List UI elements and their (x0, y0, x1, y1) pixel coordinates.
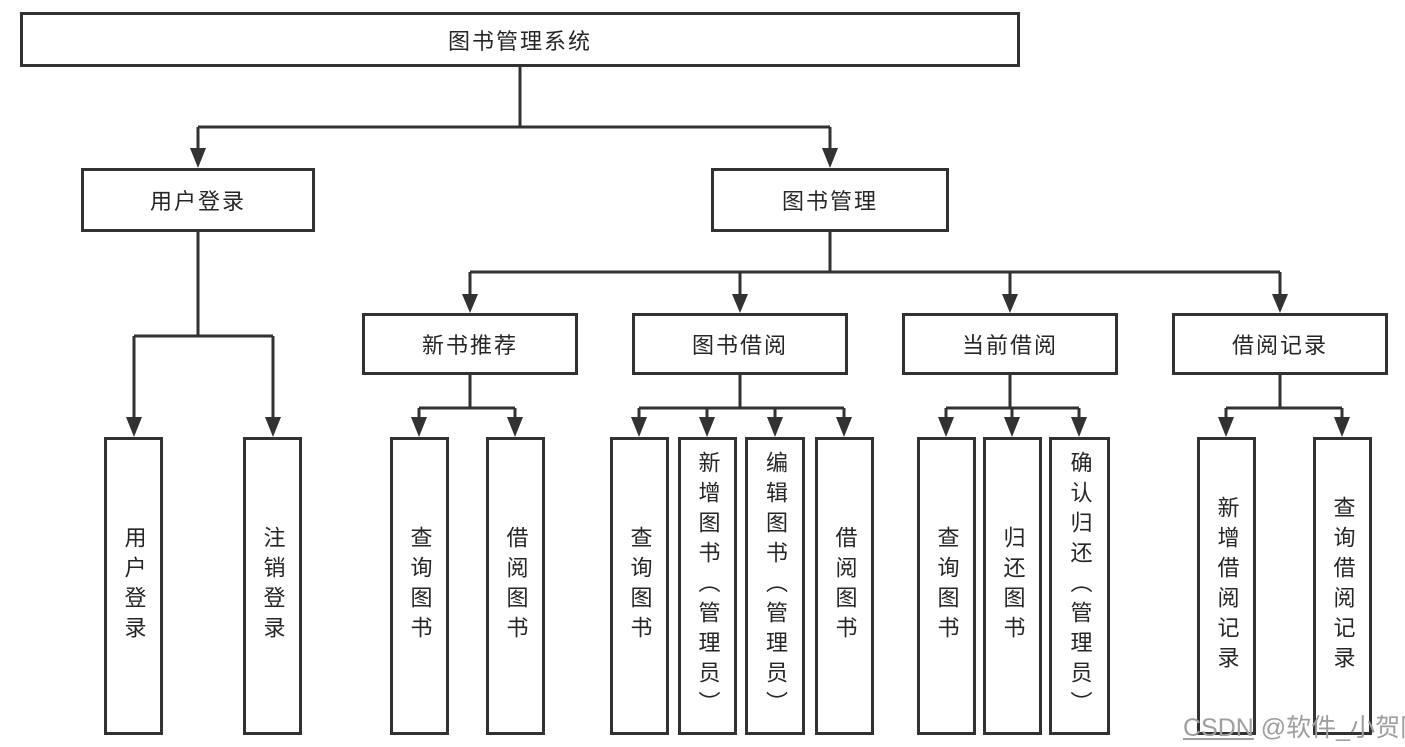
leaf-query-books-recommend: 查询图书 (390, 437, 449, 735)
node-user-login: 用户登录 (81, 168, 315, 232)
node-book-borrowing: 图书借阅 (632, 313, 848, 375)
connector-book-borrow-to-leaves (631, 375, 852, 437)
leaf-add-borrow-record-label: 新增借阅记录 (1214, 496, 1240, 676)
node-borrowing-records: 借阅记录 (1172, 313, 1388, 375)
connector-book-mgmt-to-level3 (462, 232, 1288, 313)
csdn-watermark: CSDN @软件_小贺同学 (1183, 708, 1405, 744)
connector-borrow-record-to-leaves (1218, 375, 1350, 437)
leaf-add-books-admin-label: 新增图书（管理员） (695, 451, 721, 721)
csdn-watermark-prefix: CSDN (1183, 714, 1254, 742)
node-root-library-management-system: 图书管理系统 (20, 12, 1020, 67)
leaf-return-books-label: 归还图书 (1000, 526, 1026, 646)
leaf-user-login-label: 用户登录 (121, 526, 147, 646)
leaf-confirm-return-admin-label: 确认归还（管理员） (1067, 451, 1093, 721)
leaf-add-books-admin: 新增图书（管理员） (678, 437, 737, 735)
leaf-borrow-books-borrowing: 借阅图书 (815, 437, 874, 735)
leaf-edit-books-admin-label: 编辑图书（管理员） (763, 451, 788, 721)
leaf-query-borrow-record: 查询借阅记录 (1313, 437, 1372, 735)
node-current-borrowing: 当前借阅 (902, 313, 1118, 375)
leaf-confirm-return-admin: 确认归还（管理员） (1049, 437, 1110, 735)
connector-new-book-rec-to-leaves (411, 375, 523, 437)
leaf-logout-login: 注销登录 (243, 437, 302, 735)
node-book-management: 图书管理 (711, 168, 949, 232)
connector-current-borrow-to-leaves (938, 375, 1087, 437)
connector-user-login-to-leaves (126, 232, 281, 437)
leaf-query-books-current-label: 查询图书 (934, 526, 960, 646)
leaf-edit-books-admin: 编辑图书（管理员） (745, 437, 805, 735)
leaf-logout-login-label: 注销登录 (260, 526, 286, 646)
leaf-query-books-current: 查询图书 (917, 437, 976, 735)
leaf-query-books-borrowing: 查询图书 (610, 437, 669, 735)
leaf-borrow-books-recommend-label: 借阅图书 (503, 526, 529, 646)
leaf-query-borrow-record-label: 查询借阅记录 (1330, 496, 1356, 676)
connector-root-to-level2 (190, 67, 838, 168)
node-new-book-recommendation: 新书推荐 (362, 313, 578, 375)
leaf-borrow-books-borrowing-label: 借阅图书 (832, 526, 858, 646)
leaf-borrow-books-recommend: 借阅图书 (486, 437, 545, 735)
leaf-return-books: 归还图书 (983, 437, 1042, 735)
leaf-add-borrow-record: 新增借阅记录 (1197, 437, 1256, 735)
leaf-query-books-recommend-label: 查询图书 (407, 526, 433, 646)
leaf-query-books-borrowing-label: 查询图书 (627, 526, 653, 646)
csdn-watermark-handle: @软件_小贺同学 (1260, 714, 1405, 742)
leaf-user-login: 用户登录 (104, 437, 163, 735)
